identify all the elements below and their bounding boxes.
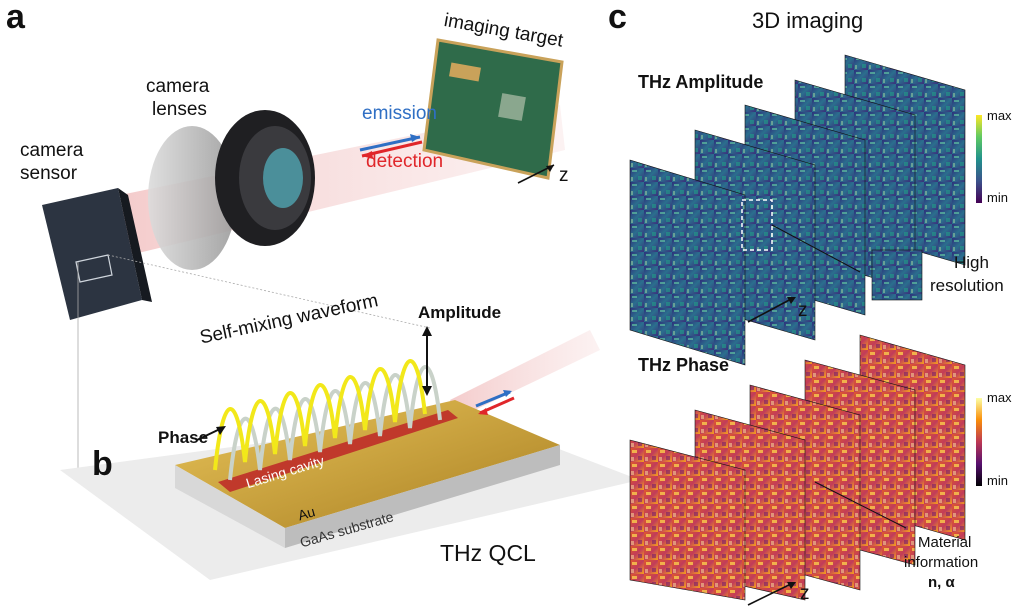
phase-stack [629, 334, 966, 601]
imaging-target [422, 38, 564, 180]
high-resolution-label-2: resolution [930, 276, 1004, 295]
waveform [213, 359, 427, 471]
amplitude-stack [629, 54, 966, 366]
panel-letter-b: b [92, 445, 113, 483]
emission-arrow [359, 135, 421, 152]
material-info-label-2: information [904, 554, 979, 571]
panel-letter-a: a [6, 0, 25, 36]
z-label-c-bottom: z [800, 583, 810, 604]
camera-lenses-label-2: lenses [152, 99, 207, 120]
z-label-a: z [559, 165, 569, 186]
3d-imaging-title: 3D imaging [752, 8, 864, 33]
zoom-inset [871, 249, 923, 301]
material-info-label-3: n, α [928, 574, 955, 591]
objective-lens [215, 110, 315, 246]
thz-qcl-label: THz QCL [440, 540, 536, 566]
camera-sensor-label-1: camera [20, 140, 84, 161]
emission-label: emission [362, 103, 437, 124]
amp-colorbar-min: min [987, 190, 1008, 205]
waveform-shadow [228, 365, 442, 481]
z-axis-c-top [747, 297, 794, 323]
amp-colorbar [976, 115, 982, 203]
lasing-cavity [218, 410, 458, 492]
phase-label: Phase [158, 428, 209, 447]
amp-colorbar-max: max [987, 108, 1012, 123]
detection-label: detection [366, 151, 444, 172]
phase-colorbar [976, 398, 982, 486]
camera-lenses-label-1: camera [146, 76, 210, 97]
material-info-label-1: Material [918, 534, 972, 551]
z-label-c-top: z [798, 300, 808, 321]
thz-phase-title: THz Phase [638, 355, 730, 375]
qcl-chip [175, 400, 560, 548]
amplitude-label: Amplitude [418, 303, 502, 322]
phase-colorbar-max: max [987, 390, 1012, 405]
high-resolution-label-1: High [954, 253, 989, 272]
z-axis-c-bottom [747, 582, 794, 606]
beam-b [450, 330, 600, 418]
lens-plate [148, 126, 236, 270]
thz-amplitude-title: THz Amplitude [638, 72, 764, 92]
panel-letter-c: c [608, 0, 627, 36]
camera-sensor-graphic [42, 188, 152, 320]
phase-colorbar-min: min [987, 473, 1008, 488]
camera-sensor-label-2: sensor [20, 163, 78, 184]
